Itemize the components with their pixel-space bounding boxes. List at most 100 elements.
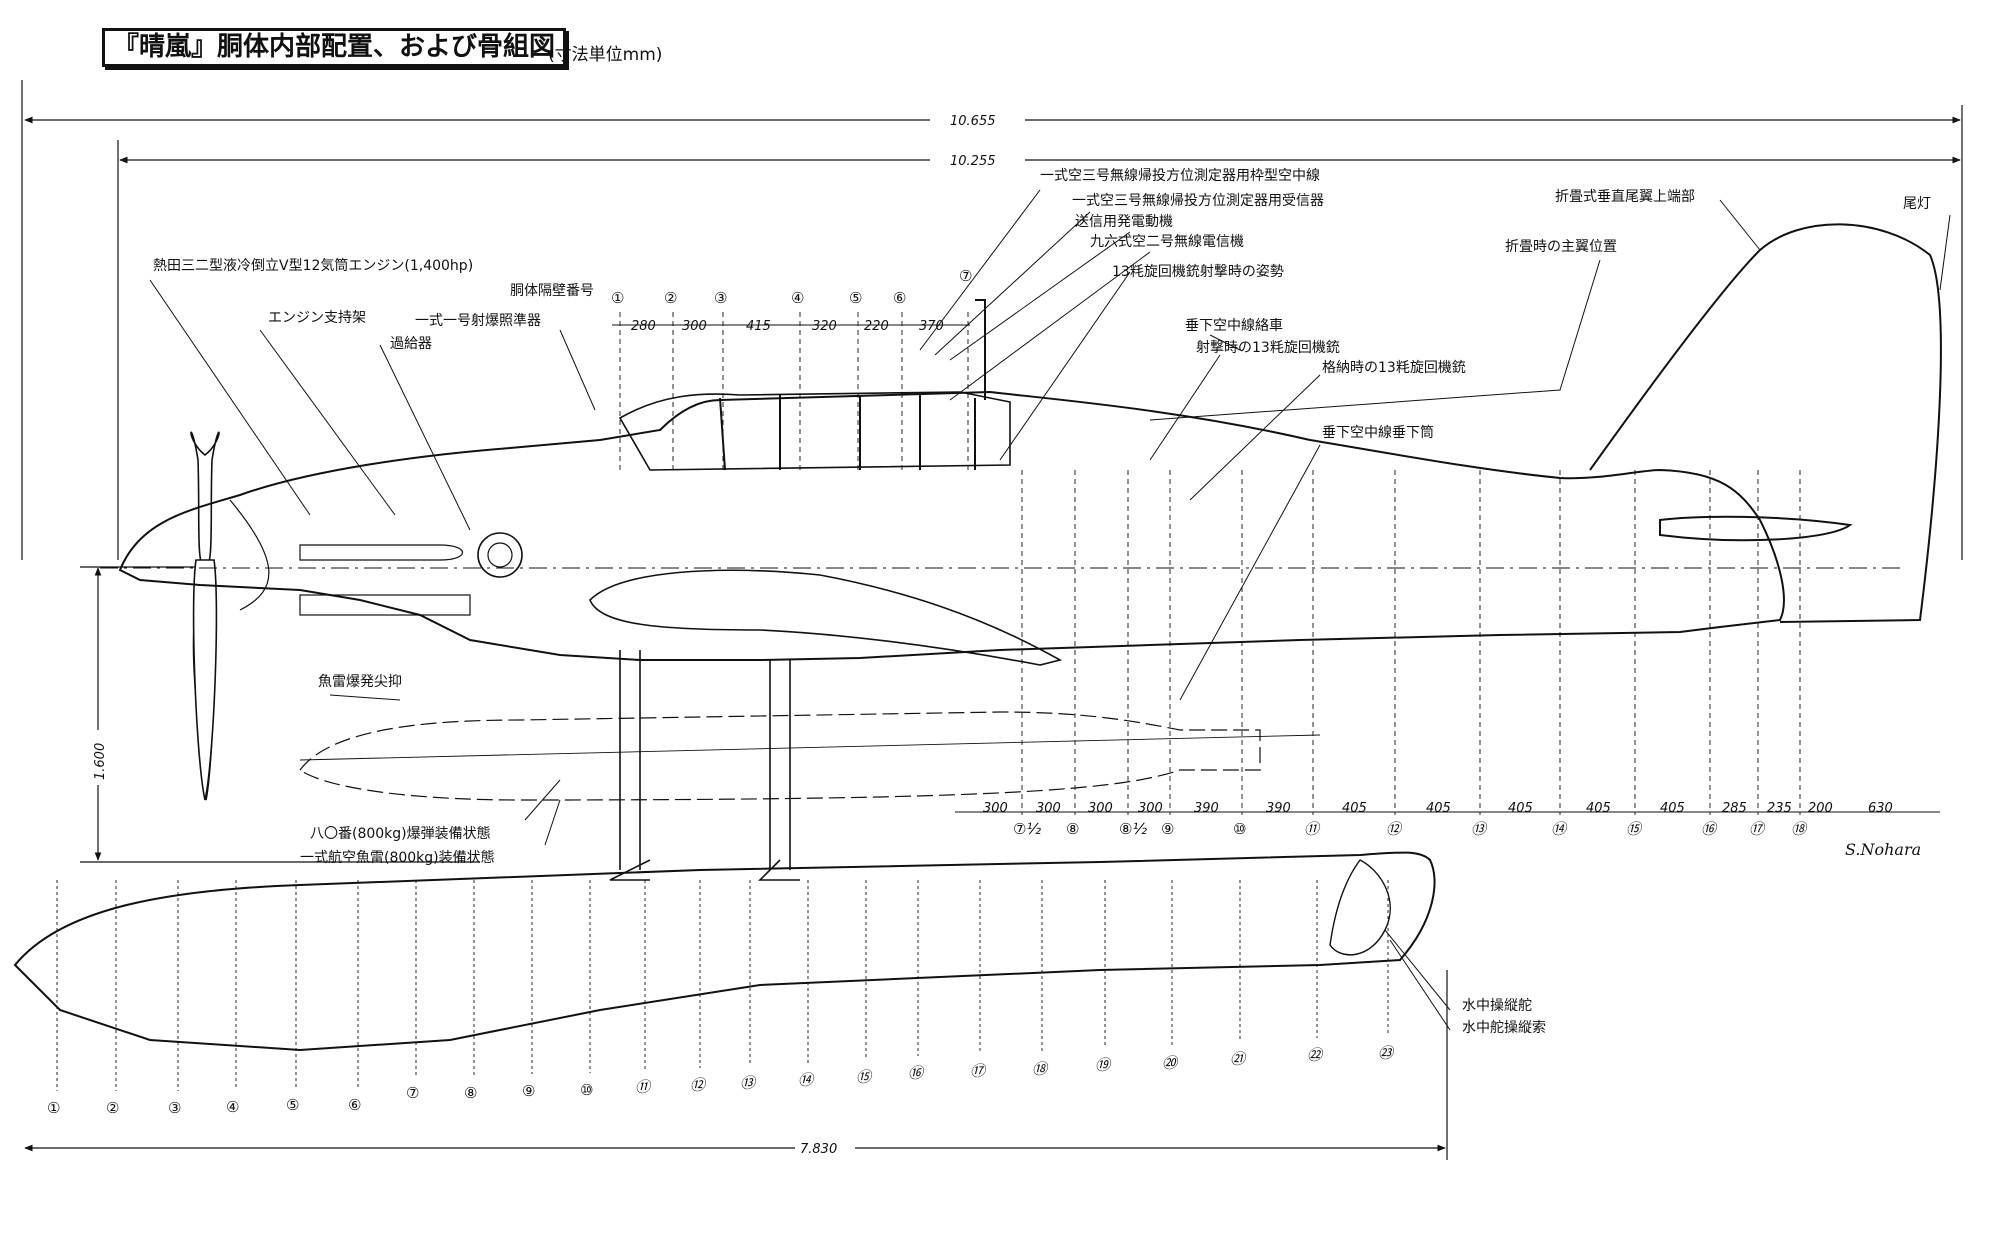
frame-spacing-rear: 300 <box>1138 801 1163 816</box>
fuselage-frame-number: ⑰ <box>1749 820 1766 838</box>
label-radio: 九六式空二号無線電信機 <box>1090 234 1244 250</box>
float-frame-number: ⑤ <box>286 1096 299 1114</box>
drawing-title: 『晴嵐』胴体内部配置、および骨組図 <box>102 28 567 67</box>
label-engine-mount: エンジン支持架 <box>268 310 366 326</box>
float-frame-number: ⑫ <box>690 1076 707 1094</box>
frame-spacing-rear: 405 <box>1342 801 1367 816</box>
float <box>13 851 1436 1052</box>
fuselage-frame-number: ⑮ <box>1626 820 1643 838</box>
frame-spacing-rear: 405 <box>1426 801 1451 816</box>
frame-spacing-front: 220 <box>864 319 889 334</box>
float-frame-number: ⑧ <box>464 1084 477 1102</box>
fuselage-frame-number: ① <box>611 289 624 307</box>
float-frame-number: ⑰ <box>970 1062 987 1080</box>
frame-spacing-rear: 630 <box>1868 801 1893 816</box>
label-supercharger: 過給器 <box>390 336 432 352</box>
signature: S.Nohara <box>1845 840 1921 859</box>
leader-lines <box>149 189 1951 1031</box>
label-gun-stowed: 格納時の13粍旋回機銃 <box>1322 360 1466 376</box>
label-receiver: 一式空三号無線帰投方位測定器用受信器 <box>1072 192 1324 209</box>
label-gun-firing: 射撃時の13粍旋回機銃 <box>1196 340 1340 356</box>
fuselage-frame-number: ⑧ <box>1066 820 1079 838</box>
wing-and-struts <box>299 569 1321 881</box>
fuselage-frame-number: ⑩ <box>1233 820 1246 838</box>
fuselage-frame-number: ⑨ <box>1161 820 1174 838</box>
label-water-rudder-cable: 水中舵操縦索 <box>1462 1019 1546 1036</box>
float-frame-number: ㉑ <box>1230 1050 1247 1068</box>
label-generator: 送信用発電動機 <box>1075 214 1173 230</box>
frame-spacing-front: 280 <box>631 319 656 334</box>
float-frame-number: ⑯ <box>908 1064 925 1082</box>
fuselage-frame-number: ⑧½ <box>1119 820 1147 838</box>
fuselage-frame-number: ⑪ <box>1304 820 1321 838</box>
label-bomb-sight: 一式一号射爆照準器 <box>415 313 541 329</box>
frame-spacing-rear: 300 <box>983 801 1008 816</box>
fuselage-frame-number: ⑥ <box>893 289 906 307</box>
float-frame-number: ⑪ <box>635 1078 652 1096</box>
frame-spacing-rear: 405 <box>1508 801 1533 816</box>
label-bomb-load: 八〇番(800kg)爆弾装備状態 <box>310 826 491 842</box>
float-frame-number: ② <box>106 1099 119 1117</box>
label-bulkhead-no: 胴体隔壁番号 <box>510 283 594 299</box>
frame-spacing-rear: 405 <box>1586 801 1611 816</box>
dim-overall-length: 10.655 <box>950 114 996 129</box>
float-frame-number: ⑨ <box>522 1082 535 1100</box>
float-frame-number: ⑩ <box>580 1081 593 1099</box>
float-frame-number: ③ <box>168 1099 181 1117</box>
frame-spacing-rear: 235 <box>1767 801 1792 816</box>
float-frame-number: ④ <box>226 1098 239 1116</box>
fuselage-frame-number: ⑭ <box>1551 820 1568 838</box>
label-engine: 熱田三二型液冷倒立V型12気筒エンジン(1,400hp) <box>153 257 473 274</box>
fuselage-frame-number: ⑤ <box>849 289 862 307</box>
fuselage-frame-number: ② <box>664 289 677 307</box>
frame-spacing-rear: 285 <box>1722 801 1747 816</box>
label-fin-top: 折畳式垂直尾翼上端部 <box>1555 188 1695 205</box>
frame-spacing-rear: 390 <box>1266 801 1291 816</box>
label-gun-firing-pose: 13粍旋回機銃射撃時の姿勢 <box>1112 264 1284 280</box>
label-folded-wing: 折畳時の主翼位置 <box>1505 239 1617 255</box>
float-frame-number: ㉒ <box>1307 1046 1324 1064</box>
float-frame-lines <box>56 880 1389 1091</box>
float-frame-number: ⑦ <box>406 1084 419 1102</box>
fuselage-frame-number: ⑱ <box>1791 820 1808 838</box>
fuselage-frame-lines <box>619 312 1801 815</box>
float-frame-number: ⑱ <box>1032 1060 1049 1078</box>
frame-spacing-rear: 300 <box>1036 801 1061 816</box>
dimension-lines <box>21 80 1963 1160</box>
dim-fuselage-length: 10.255 <box>950 154 996 169</box>
label-antenna-tube: 垂下空中線垂下筒 <box>1322 424 1434 441</box>
float-frame-number: ㉓ <box>1378 1044 1395 1062</box>
fuselage-frame-number: ⑯ <box>1701 820 1718 838</box>
frame-spacing-rear: 405 <box>1660 801 1685 816</box>
label-tail-light: 尾灯 <box>1903 196 1931 212</box>
float-frame-number: ⑮ <box>856 1068 873 1086</box>
frame-spacing-rear: 200 <box>1808 801 1833 816</box>
propeller <box>190 431 220 801</box>
dim-height: 1.600 <box>93 743 108 780</box>
fuselage-frame-number: ⑬ <box>1471 820 1488 838</box>
float-frame-number: ⑥ <box>348 1096 361 1114</box>
fuselage-frame-number: ④ <box>791 289 804 307</box>
frame-spacing-front: 320 <box>812 319 837 334</box>
unit-note: (寸法単位mm) <box>548 45 663 65</box>
label-water-rudder: 水中操縦舵 <box>1462 998 1532 1014</box>
fuselage-frame-number: ③ <box>714 289 727 307</box>
dim-float-length: 7.830 <box>800 1142 837 1157</box>
fuselage-frame-number: ⑫ <box>1386 820 1403 838</box>
label-antenna-reel: 垂下空中線絡車 <box>1185 317 1283 334</box>
float-frame-number: ① <box>47 1099 60 1117</box>
float-frame-number: ⑳ <box>1162 1054 1179 1072</box>
float-frame-number: ⑬ <box>740 1074 757 1092</box>
frame-spacing-rear: 390 <box>1194 801 1219 816</box>
label-torpedo-load: 一式航空魚雷(800kg)装備状態 <box>300 850 495 866</box>
frame-spacing-front: 370 <box>919 319 944 334</box>
frame-spacing-front: 300 <box>682 319 707 334</box>
fuselage-frame-number: ⑦ <box>959 267 972 285</box>
frame-spacing-front: 415 <box>746 319 771 334</box>
fuselage <box>100 223 1942 661</box>
